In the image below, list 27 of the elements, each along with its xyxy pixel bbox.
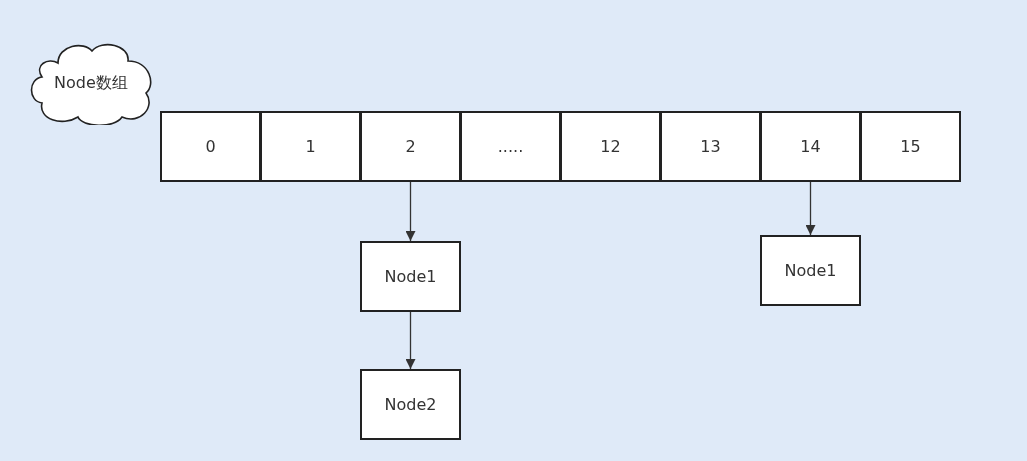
cloud-shape (28, 41, 154, 125)
array-slot (160, 111, 261, 182)
list-node-box (360, 369, 461, 440)
node-label: 15 (900, 137, 921, 156)
node-label: Node1 (784, 261, 837, 280)
array-slot (860, 111, 961, 182)
node-label: 1 (305, 137, 316, 156)
node-label: Node2 (384, 395, 437, 414)
array-slot (760, 111, 861, 182)
array-slot (660, 111, 761, 182)
node-label: ..... (497, 137, 524, 156)
list-node-box (760, 235, 861, 306)
array-slot (360, 111, 461, 182)
array-slot (260, 111, 361, 182)
node-label: 13 (700, 137, 721, 156)
array-slot (560, 111, 661, 182)
arrow (805, 181, 816, 236)
node-label: 14 (800, 137, 821, 156)
node-label: Node1 (384, 267, 437, 286)
node-label: 12 (600, 137, 621, 156)
node-label: Node数组 (54, 72, 128, 94)
node-label: 2 (405, 137, 416, 156)
node-label: 0 (205, 137, 216, 156)
array-slot (460, 111, 561, 182)
arrow (405, 311, 416, 370)
arrow (405, 181, 416, 242)
list-node-box (360, 241, 461, 312)
